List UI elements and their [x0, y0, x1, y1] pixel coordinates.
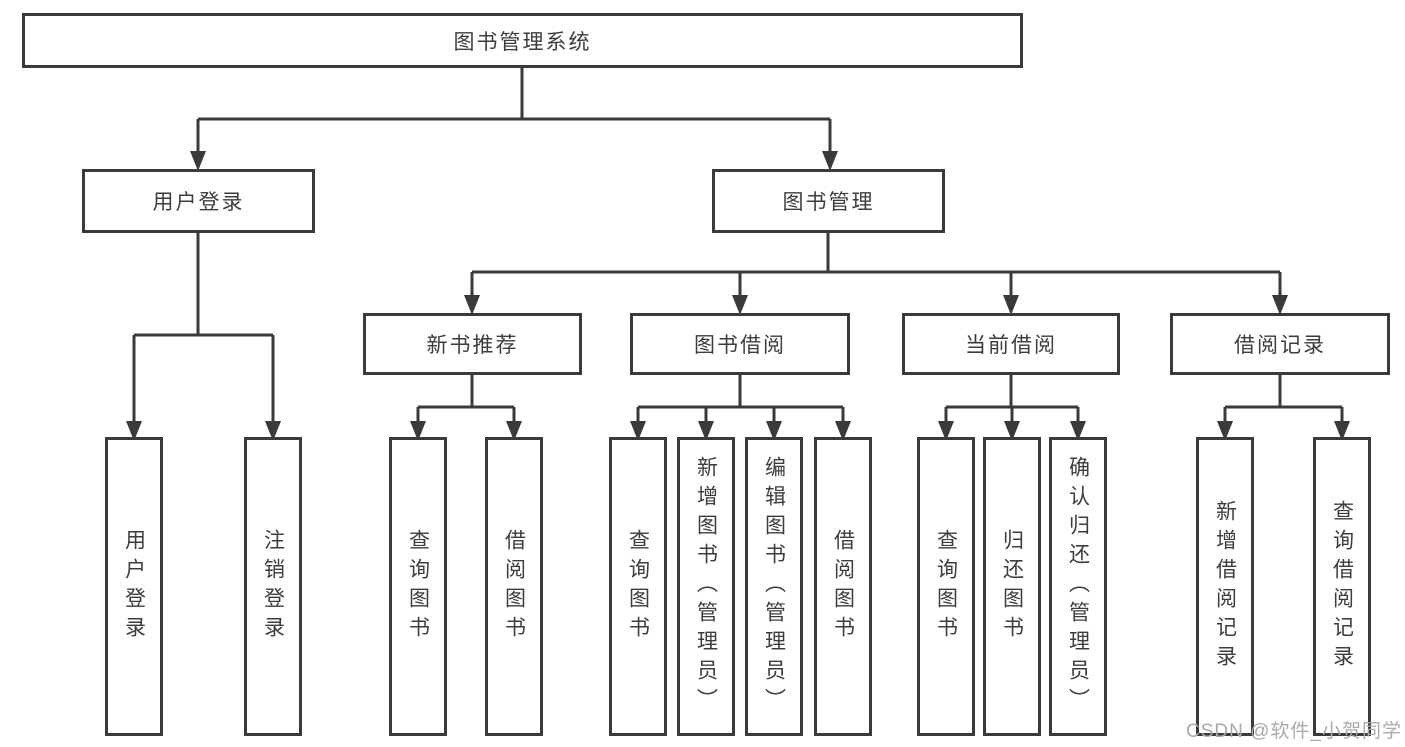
node-book-borrowing-label: 图书借阅 [694, 334, 786, 357]
leaf-query-borrow-record-label: 查询借阅记录 [1330, 499, 1354, 674]
csdn-watermark: CSDN @软件_小贺同学 [1186, 721, 1402, 742]
leaf-return-book: 归还图书 [983, 437, 1041, 736]
node-borrowing-records-label: 借阅记录 [1234, 334, 1326, 357]
node-library-management-system-label: 图书管理系统 [453, 30, 592, 54]
node-new-book-recommendation: 新书推荐 [363, 313, 582, 375]
connector-arrowheads [126, 151, 1350, 441]
leaf-add-borrow-record-label: 新增借阅记录 [1213, 499, 1237, 674]
leaf-borrow-books-recommend-label: 借阅图书 [502, 528, 526, 645]
leaf-query-books-current-label: 查询图书 [934, 528, 958, 645]
leaf-borrow-books-recommend: 借阅图书 [485, 437, 543, 736]
leaf-query-books-recommend-label: 查询图书 [406, 528, 430, 645]
leaf-add-book-admin: 新增图书（管理员） [677, 437, 735, 736]
leaf-query-books-borrow-label: 查询图书 [626, 528, 650, 645]
leaf-edit-book-admin: 编辑图书（管理员） [745, 437, 803, 736]
node-user-login-label: 用户登录 [152, 191, 245, 214]
leaf-confirm-return-admin-label: 确认归还（管理员） [1066, 456, 1090, 717]
node-book-management-label: 图书管理 [782, 191, 875, 214]
leaf-add-borrow-record: 新增借阅记录 [1196, 437, 1254, 736]
leaf-query-books-current: 查询图书 [917, 437, 975, 736]
leaf-query-books-borrow: 查询图书 [609, 437, 667, 736]
node-library-management-system: 图书管理系统 [22, 13, 1023, 68]
leaf-logout: 注销登录 [244, 437, 302, 736]
leaf-borrow-books-borrow: 借阅图书 [814, 437, 872, 736]
leaf-user-login-label: 用户登录 [122, 528, 146, 645]
node-user-login: 用户登录 [82, 169, 315, 233]
node-book-management: 图书管理 [712, 169, 945, 233]
leaf-logout-label: 注销登录 [261, 528, 285, 645]
leaf-borrow-books-borrow-label: 借阅图书 [831, 528, 855, 645]
node-borrowing-records: 借阅记录 [1170, 313, 1390, 375]
leaf-edit-book-admin-label: 编辑图书（管理员） [762, 456, 786, 717]
connector-lines [132, 68, 1344, 424]
node-current-borrowing: 当前借阅 [902, 313, 1120, 375]
leaf-confirm-return-admin: 确认归还（管理员） [1049, 437, 1107, 736]
node-book-borrowing: 图书借阅 [630, 313, 850, 375]
leaf-query-books-recommend: 查询图书 [389, 437, 447, 736]
node-current-borrowing-label: 当前借阅 [965, 334, 1057, 357]
leaf-user-login: 用户登录 [105, 437, 163, 736]
leaf-return-book-label: 归还图书 [1000, 528, 1024, 645]
leaf-query-borrow-record: 查询借阅记录 [1313, 437, 1371, 736]
node-new-book-recommendation-label: 新书推荐 [426, 334, 519, 357]
leaf-add-book-admin-label: 新增图书（管理员） [694, 456, 718, 717]
